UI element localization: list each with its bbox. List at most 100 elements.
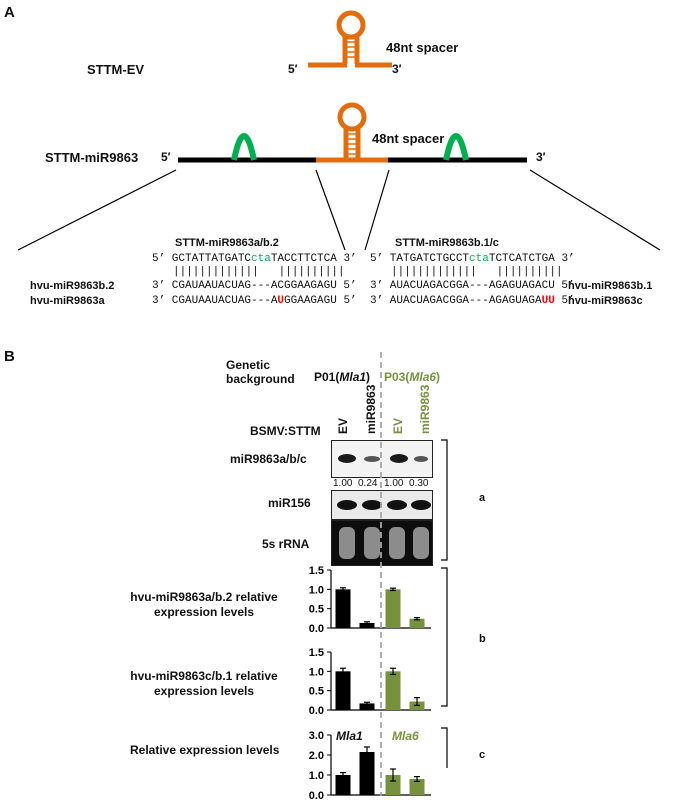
ev-spacer-label: 48nt spacer [386,40,459,55]
chart2-ylabel: hvu-miR9863c/b.1 relative expression lev… [130,669,278,698]
chart1-ytick-label-3: 1.5 [309,565,324,577]
chart1-ytick-label-1: 0.5 [309,604,324,616]
ev-prime3: 3′ [392,62,402,76]
mir-construct-line [178,133,527,163]
bracket-c-label: c [479,749,486,761]
right-top-seq-post: TCTCATCTGA 3’ [488,253,575,265]
chart3-bar-1 [335,775,351,795]
blot2-band-4 [411,500,431,510]
chart2-bar-3 [385,671,401,710]
chart1-ylabel: hvu-miR9863a/b.2 relative expression lev… [130,590,278,619]
mir-spacer-label: 48nt spacer [372,131,445,146]
ev-prime5: 5′ [288,62,298,76]
lane-label-4: miR9863 [418,384,432,434]
sttm-ev-label: STTM-EV [87,62,145,77]
construct-diagram [17,10,661,251]
right-row2-pre: 3’ AUACUAGACGGA---AGAGUAGA [370,295,542,307]
chart2-bar-1 [335,671,351,710]
right-top-seq-pre: 5’ TATGATCTGCCT [370,253,470,265]
p03-close: ) [436,370,441,384]
chart3-annot-mla6: Mla6 [392,729,419,743]
right-row2-seq: 3’ AUACUAGACGGA---AGAGUAGAUU 5’ [370,295,575,307]
bar-charts: 0.00.51.01.50.00.51.01.50.01.02.03.0 [309,565,431,800]
left-row2-seq: 3’ CGAUAAUACUAG---AUGGAAGAGU 5’ [152,295,357,307]
right-row1-seq: 3’ AUACUAGACGGA---AGAGUAGACU 5’ [370,280,575,292]
mir-hairpin [337,102,367,159]
blot2-label: miR156 [268,496,311,510]
quant-1: 1.00 [333,478,353,489]
chart1-bar-1 [335,589,351,628]
blot3-band-1 [339,527,355,559]
mir-prime5: 5′ [161,150,171,164]
left-alignment-title: STTM-miR9863a/b.2 [175,237,279,249]
sttm-mir-label: STTM-miR9863 [45,150,139,165]
chart3-ytick-label-3: 3.0 [309,730,324,742]
quant-3: 1.00 [384,478,404,489]
chart3-ytick-label-0: 0.0 [309,790,324,800]
chart3-bar-2 [359,752,375,795]
left-row1-label: hvu-miR9863b.2 [30,280,115,292]
blot1-band-1 [338,454,356,463]
left-row2-mismatch: U [277,295,285,307]
left-pair-bars: ||||||||||||| |||||||||| [173,266,345,278]
blot2-band-2 [362,500,382,510]
chart3-annot-mla1: Mla1 [336,729,363,743]
left-row1-seq: 3’ CGAUAAUACUAG---ACGGAAGAGU 5’ [152,280,357,292]
blot2-band-3 [387,500,407,510]
chart3-bar-4 [409,779,425,795]
right-row2-label: hvu-miR9863c [568,295,643,307]
right-row2-post: 5’ [554,295,575,307]
right-row2-mismatch: UU [541,295,555,307]
mla6-gene: Mla6 [409,370,437,384]
chart1-bar-4 [409,618,425,628]
genetic-background-label: Genetic background [226,358,295,386]
chart1-ytick-label-0: 0.0 [309,623,324,635]
mla1-gene: Mla1 [339,370,367,384]
panel-b-label: B [4,348,15,365]
left-top-seq-pre: 5’ GCTATTATGATC [152,253,252,265]
blot3-band-4 [413,527,429,559]
blot3-band-2 [364,527,380,559]
bsmv-label: BSMV:STTM [250,424,321,438]
right-alignment-title: STTM-miR9863b.1/c [395,237,499,249]
blot1-band-4 [414,456,428,462]
left-top-seq: 5’ GCTATTATGATCctaTACCTTCTCA 3’ [152,253,357,265]
blot3-image [331,520,433,566]
right-row1-label: hvu-miR9863b.1 [568,280,653,292]
p03-prefix: P03( [384,370,410,384]
mir-prime3: 3′ [536,150,546,164]
zoom-lines [17,169,661,251]
quant-4: 0.30 [409,478,429,489]
blot2-image [331,490,433,520]
right-top-seq: 5’ TATGATCTGCCTctaTCTCATCTGA 3’ [370,253,575,265]
left-row2-pre: 3’ CGAUAAUACUAG---A [152,295,278,307]
bracket-a-label: a [479,492,486,504]
chart2-ytick-label-1: 0.5 [309,686,324,698]
lane-label-2: miR9863 [364,384,378,434]
chart3-ytick-label-2: 2.0 [309,750,324,762]
chart2-ytick-label-3: 1.5 [309,647,324,659]
chart2-ytick-label-2: 1.0 [309,666,324,678]
p03-label: P03(Mla6) [384,370,440,384]
lane-label-1: EV [336,417,350,434]
left-row2-post: GGAAGAGU 5’ [284,295,357,307]
ev-hairpin [308,10,392,68]
chart3-ylabel: Relative expression levels [130,743,280,757]
p01-close: ) [366,370,371,384]
p01-prefix: P01( [314,370,340,384]
blot3-label: 5s rRNA [262,537,310,551]
blot1-band-2 [364,456,380,462]
blot3-band-3 [389,527,405,559]
bracket-b-label: b [479,633,486,645]
blot2-band-1 [337,500,357,510]
left-top-seq-post: TACCTTCTCA 3’ [270,253,357,265]
left-row2-label: hvu-miR9863a [30,295,105,307]
panel-a-label: A [4,4,15,21]
chart2-bar-2 [359,703,375,710]
right-top-seq-loop: cta [469,253,489,265]
blot1-label: miR9863a/b/c [230,452,307,466]
quant-2: 0.24 [358,478,378,489]
blot1-band-3 [390,454,408,463]
chart3-ytick-label-1: 1.0 [309,770,324,782]
chart1-bar-2 [359,622,375,628]
